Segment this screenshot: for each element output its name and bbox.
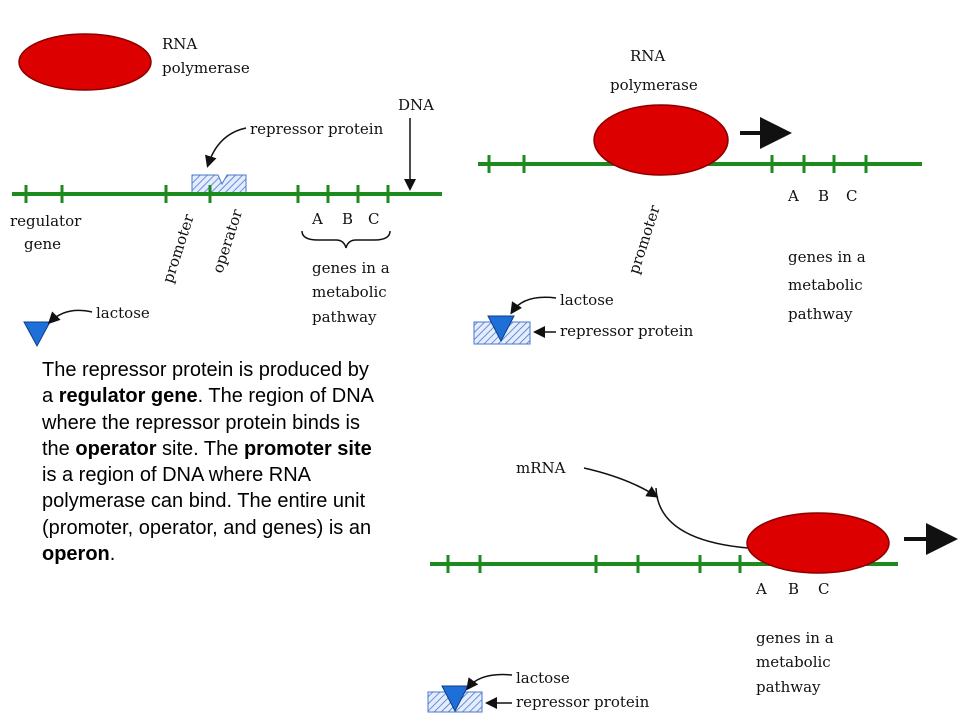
panel-transcription: mRNA A B C genes in a metabolic pathway … [427, 459, 958, 713]
genes-label-line3: pathway [788, 305, 853, 323]
repressor-protein-bound [191, 174, 247, 194]
description-text: . [109, 543, 116, 566]
description-text: The repressor protein is produced by a [42, 359, 369, 408]
regulator-label-line1: regulator [10, 212, 82, 230]
operon-description: The repressor protein is produced by a r… [42, 357, 382, 567]
gene-b-label: B [818, 187, 829, 205]
rna-polymerase [593, 104, 729, 176]
gene-c-label: C [846, 187, 857, 205]
repressor-protein-label: repressor protein [560, 322, 694, 340]
gene-a-label: A [787, 187, 799, 205]
gene-b-label: B [788, 580, 799, 598]
description-term-regulator-gene: regulator gene [58, 385, 198, 408]
repressor-protein-label: repressor protein [250, 120, 384, 138]
lactose-triangle [23, 321, 51, 348]
genes-label-line3: pathway [756, 678, 821, 696]
genes-label-line2: metabolic [788, 276, 863, 294]
description-text: . The region of DNA where the repressor … [42, 385, 373, 460]
lactose-label: lactose [560, 291, 614, 309]
promoter-label: promoter [159, 211, 198, 285]
description-term-operon: operon [42, 543, 110, 566]
gene-b-label: B [342, 210, 353, 228]
lactose-pointer-arrow [510, 296, 557, 315]
panel-repressed: RNA polymerase repressor protein DNA reg… [10, 33, 442, 348]
gene-c-label: C [818, 580, 829, 598]
rna-polymerase-label-line2: polymerase [610, 76, 698, 94]
panel-induced: RNA polymerase promoter A B C genes in a… [473, 47, 922, 345]
gene-a-label: A [311, 210, 323, 228]
gene-c-label: C [368, 210, 379, 228]
rna-polymerase-label-line1: RNA [162, 35, 197, 53]
genes-label-line3: pathway [312, 308, 377, 326]
rna-polymerase [18, 33, 152, 91]
description-term-promoter-site: promoter site [243, 437, 372, 460]
rna-polymerase [746, 512, 890, 574]
lactose-triangle-bound [487, 315, 515, 343]
promoter-label: promoter [625, 202, 664, 276]
rna-polymerase-label-line1: RNA [630, 47, 665, 65]
description-term-operator: operator [75, 437, 157, 460]
gene-a-label: A [755, 580, 767, 598]
repressor-protein-label: repressor protein [516, 693, 650, 711]
mrna-pointer-arrow [583, 467, 659, 498]
genes-label-line2: metabolic [312, 283, 387, 301]
lactose-label: lactose [96, 304, 150, 322]
mrna-label: mRNA [516, 459, 566, 477]
dna-label: DNA [398, 96, 434, 114]
repressor-pointer-arrow [205, 127, 247, 168]
mrna-strand [655, 487, 749, 549]
description-text: site. The [156, 437, 244, 460]
dna-ticks [446, 555, 742, 573]
genes-brace [301, 230, 391, 249]
genes-label-line1: genes in a [756, 629, 834, 647]
dna-ticks [24, 185, 390, 203]
dna-ticks [487, 155, 868, 173]
genes-label-line1: genes in a [312, 259, 390, 277]
genes-label-line2: metabolic [756, 653, 831, 671]
rna-polymerase-label-line2: polymerase [162, 59, 250, 77]
lactose-label: lactose [516, 669, 570, 687]
description-text: is a region of DNA where RNA polymerase … [42, 464, 372, 539]
lactose-pointer-arrow [47, 309, 93, 325]
regulator-label-line2: gene [24, 235, 61, 253]
lactose-pointer-arrow [466, 673, 513, 691]
lactose-triangle-bound [441, 685, 469, 713]
genes-label-line1: genes in a [788, 248, 866, 266]
operator-label: operator [209, 206, 247, 275]
